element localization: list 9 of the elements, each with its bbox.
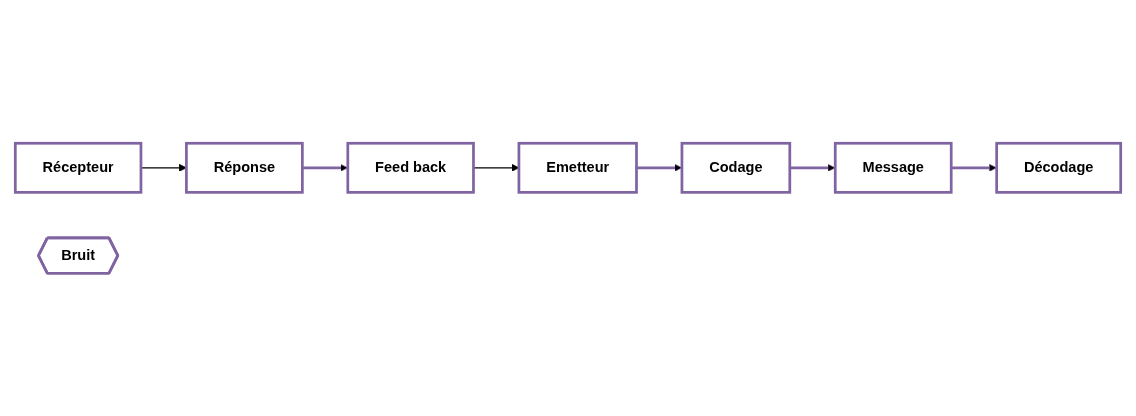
node-box: Décodage — [995, 141, 1123, 194]
node-box: Message — [833, 141, 953, 194]
node-box: Emetteur — [517, 141, 638, 194]
node-box: Réponse — [185, 141, 304, 194]
node-box: Récepteur — [13, 141, 143, 194]
node-box: Feed back — [346, 141, 475, 194]
node-box: Codage — [680, 141, 792, 194]
arrow — [140, 163, 187, 172]
arrow — [789, 163, 836, 172]
